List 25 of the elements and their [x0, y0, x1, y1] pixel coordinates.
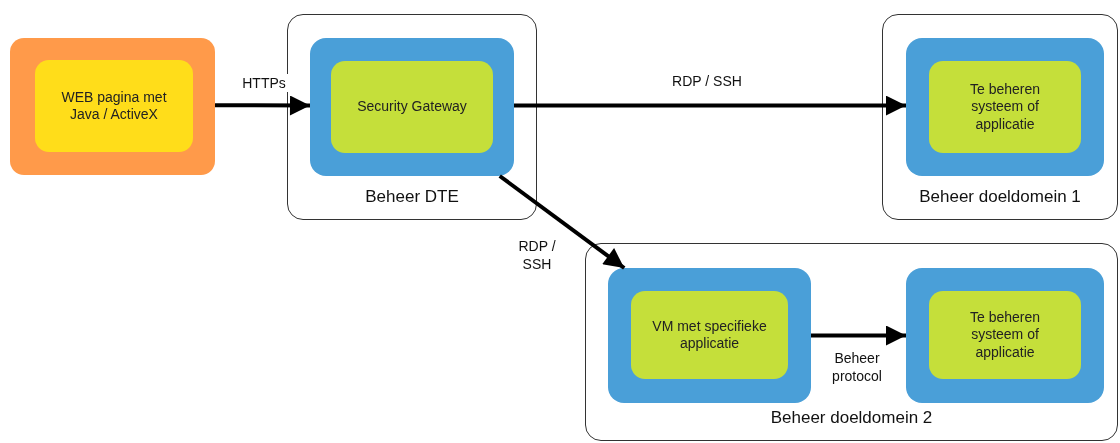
domain-container — [287, 14, 537, 220]
text-box — [631, 291, 788, 379]
node-label: Te beheren systeem of applicatie — [968, 308, 1042, 362]
node-label: Te beheren systeem of applicatie — [968, 80, 1042, 134]
domain-container — [585, 243, 1118, 441]
text-box — [331, 61, 493, 153]
arrow — [811, 325, 906, 346]
outer-box — [10, 38, 215, 175]
arrow — [215, 95, 310, 116]
outer-box — [608, 268, 811, 403]
outer-box — [310, 38, 514, 176]
text-box — [929, 291, 1081, 379]
domain-container — [882, 14, 1118, 220]
node-label: Security Gateway — [356, 98, 468, 116]
domain-label: Beheer doeldomein 2 — [769, 408, 934, 428]
outer-box — [906, 268, 1104, 403]
text-box — [929, 61, 1081, 153]
domain-label: Beheer doeldomein 1 — [918, 187, 1082, 207]
arrow — [514, 95, 906, 116]
node-label: VM met specifieke applicatie — [651, 317, 768, 353]
node-label: WEB pagina met Java / ActiveX — [60, 88, 168, 124]
domain-label: Beheer DTE — [364, 187, 460, 207]
text-box — [35, 60, 193, 152]
arrow — [498, 174, 626, 270]
outer-box — [906, 38, 1104, 176]
